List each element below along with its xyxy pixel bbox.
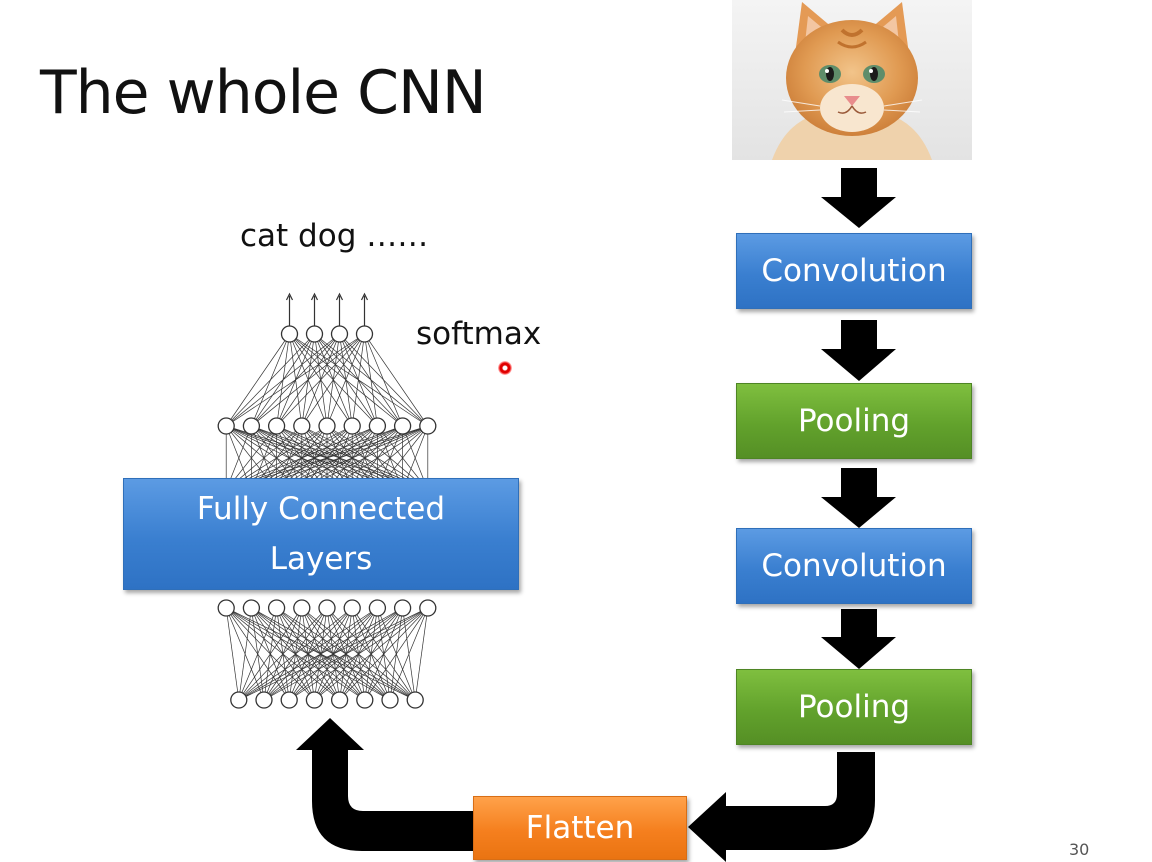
hidden-neuron: [318, 599, 336, 617]
input-neuron: [406, 691, 424, 709]
hidden-neuron: [419, 599, 437, 617]
laser-pointer-dot: [498, 361, 512, 375]
hidden-neuron: [368, 599, 387, 617]
slide-title: The whole CNN: [40, 58, 487, 128]
output-neuron: [280, 325, 299, 343]
connection-line: [238, 607, 378, 701]
connection-line: [414, 607, 429, 701]
connection-line: [364, 333, 378, 427]
connection-line: [276, 333, 365, 427]
convolution-block-1: Convolution: [736, 233, 972, 309]
down-arrow-icon: [821, 609, 896, 669]
input-neuron: [381, 691, 399, 709]
connection-line: [238, 607, 428, 701]
connection-line: [225, 333, 290, 427]
hidden-neuron: [393, 417, 412, 435]
hidden-neuron: [242, 417, 261, 435]
output-arrowhead: [360, 292, 369, 301]
flatten-to-network-arrow: [296, 718, 473, 851]
connection-line: [351, 333, 365, 427]
hidden-neuron: [419, 417, 437, 435]
connection-line: [289, 607, 428, 701]
output-arrowhead: [335, 292, 344, 301]
hidden-neuron: [293, 599, 311, 617]
cat-photo: [732, 0, 972, 160]
hidden-neuron: [343, 599, 361, 617]
fully-connected-layers-block: Fully Connected Layers: [123, 478, 519, 590]
input-neuron: [305, 691, 324, 709]
hidden-neuron: [293, 417, 311, 435]
connection-line: [238, 607, 403, 701]
connection-line: [301, 333, 365, 427]
connection-line: [238, 607, 353, 701]
connection-line: [225, 333, 340, 427]
down-arrow-icon: [821, 168, 896, 228]
connection-line: [238, 607, 277, 701]
hidden-neuron: [242, 599, 261, 617]
connection-line: [389, 607, 429, 701]
hidden-neuron: [343, 417, 361, 435]
connection-line: [263, 607, 428, 701]
connection-line: [339, 607, 429, 701]
down-arrow-icon: [821, 320, 896, 381]
connection-line: [364, 333, 403, 427]
connection-line: [226, 333, 365, 427]
page-number: 30: [1069, 840, 1090, 859]
fully-connected-label-line1: Fully Connected: [196, 491, 446, 527]
connection-line: [314, 607, 429, 701]
connection-line: [225, 607, 240, 701]
pooling-to-flatten-arrow: [688, 752, 875, 862]
hidden-neuron: [318, 417, 336, 435]
hidden-neuron: [217, 417, 235, 435]
down-arrow-icon: [821, 468, 896, 528]
connection-line: [238, 607, 328, 701]
output-arrows: [285, 292, 369, 326]
convolution-block-2: Convolution: [736, 528, 972, 604]
neural-network-neurons: [217, 325, 437, 709]
input-neuron: [330, 691, 349, 709]
fully-connected-label-line2: Layers: [269, 541, 373, 577]
hidden-neuron: [267, 417, 286, 435]
output-neuron: [330, 325, 349, 343]
connection-line: [238, 607, 252, 701]
pooling-block-1: Pooling: [736, 383, 972, 459]
hidden-neuron: [267, 599, 286, 617]
connection-line: [238, 607, 303, 701]
input-neuron: [230, 691, 248, 709]
output-neuron: [305, 325, 324, 343]
output-arrowhead: [285, 292, 294, 301]
output-arrowhead: [310, 292, 319, 301]
pooling-block-2: Pooling: [736, 669, 972, 745]
input-neuron: [356, 691, 374, 709]
softmax-label: softmax: [416, 316, 542, 352]
connection-line: [364, 333, 429, 427]
hidden-neuron: [393, 599, 412, 617]
connection-line: [251, 333, 365, 427]
output-neuron: [355, 325, 374, 343]
input-neuron: [255, 691, 273, 709]
connection-line: [225, 333, 315, 427]
output-class-labels: cat dog ……: [240, 218, 429, 254]
flatten-block: Flatten: [473, 796, 687, 860]
connection-line: [326, 333, 365, 427]
input-neuron: [280, 691, 298, 709]
hidden-neuron: [217, 599, 235, 617]
hidden-neuron: [368, 417, 387, 435]
connection-line: [364, 607, 429, 701]
